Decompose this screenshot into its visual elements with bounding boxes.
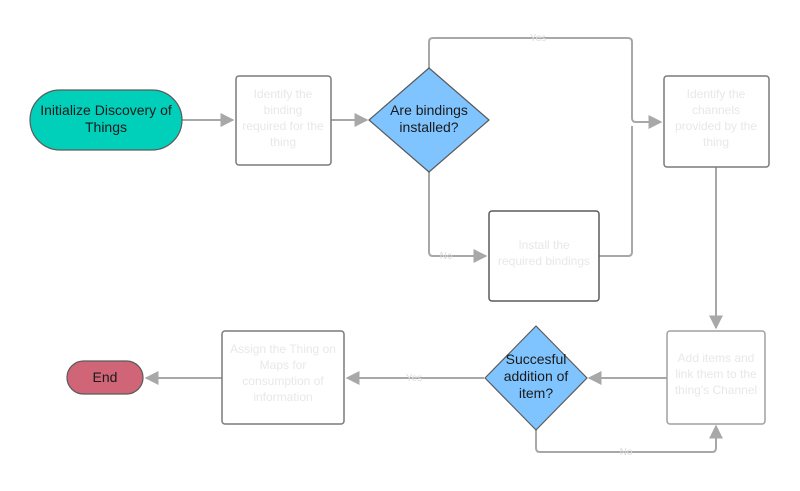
decision-item-node[interactable]: Succesful addition of item? xyxy=(484,325,588,431)
assign-thing-line4: information xyxy=(253,390,312,404)
identify-binding-line4: thing xyxy=(270,135,296,149)
edge-decision-no-to-install xyxy=(428,172,488,263)
identify-binding-line3: required for the xyxy=(242,119,324,133)
start-node-shape xyxy=(29,89,183,151)
identify-binding-shape xyxy=(235,75,332,166)
identify-binding-line2: binding xyxy=(264,103,303,117)
identify-binding-node[interactable]: Identify the binding required for the th… xyxy=(235,75,332,166)
decision-bindings-shape xyxy=(368,67,490,173)
install-bindings-shape xyxy=(488,210,600,302)
end-node-shape xyxy=(66,360,144,395)
start-node[interactable]: Initialize Discovery of Things xyxy=(29,89,183,151)
start-node-line2: Things xyxy=(85,119,127,135)
add-items-line2: link them to the xyxy=(675,367,757,381)
end-node-label: End xyxy=(93,369,118,385)
assign-thing-shape xyxy=(221,330,345,425)
identify-channels-line1: Identify the xyxy=(687,87,746,101)
edge-label-yes-top: Yes xyxy=(530,33,546,44)
edge-install-to-identify-channels xyxy=(599,126,633,257)
decision-bindings-line1: Are bindings xyxy=(390,102,468,118)
decision-item-line1: Succesful xyxy=(506,351,567,367)
edge-label-no-bindings: No xyxy=(440,251,453,262)
assign-thing-line1: Assign the Thing on xyxy=(230,342,336,356)
identify-channels-line2: channels xyxy=(692,103,740,117)
start-node-line1: Initialize Discovery of xyxy=(40,102,172,118)
identify-binding-line1: Identify the xyxy=(254,87,313,101)
identify-channels-node[interactable]: Identify the channels provided by the th… xyxy=(663,75,770,168)
install-bindings-line1: Install the xyxy=(518,238,570,252)
identify-channels-line4: thing xyxy=(703,135,729,149)
add-items-line3: thing's Channel xyxy=(675,383,757,397)
decision-item-line2: addition of xyxy=(504,368,569,384)
identify-channels-shape xyxy=(663,75,770,168)
add-items-line1: Add items and xyxy=(678,351,755,365)
decision-item-line3: item? xyxy=(519,385,553,401)
decision-item-shape xyxy=(484,325,588,431)
edge-label-no-item: No xyxy=(620,447,633,458)
decision-bindings-line2: installed? xyxy=(399,119,458,135)
assign-thing-line3: consumption of xyxy=(242,374,324,388)
edge-label-yes-item: Yes xyxy=(406,373,422,384)
add-items-node[interactable]: Add items and link them to the thing's C… xyxy=(666,330,766,425)
edge-decision-item-no-loop xyxy=(535,424,723,453)
add-items-shape xyxy=(666,330,766,425)
edge-decision-yes-to-identify-channels xyxy=(428,37,663,129)
identify-channels-line3: provided by the xyxy=(675,119,757,133)
install-bindings-line2: required bindings xyxy=(498,254,590,268)
decision-bindings-node[interactable]: Are bindings installed? xyxy=(368,67,490,173)
install-bindings-node[interactable]: Install the required bindings xyxy=(488,210,600,302)
assign-thing-line2: Maps for xyxy=(260,358,307,372)
assign-thing-node[interactable]: Assign the Thing on Maps for consumption… xyxy=(221,330,345,425)
end-node[interactable]: End xyxy=(66,360,144,395)
